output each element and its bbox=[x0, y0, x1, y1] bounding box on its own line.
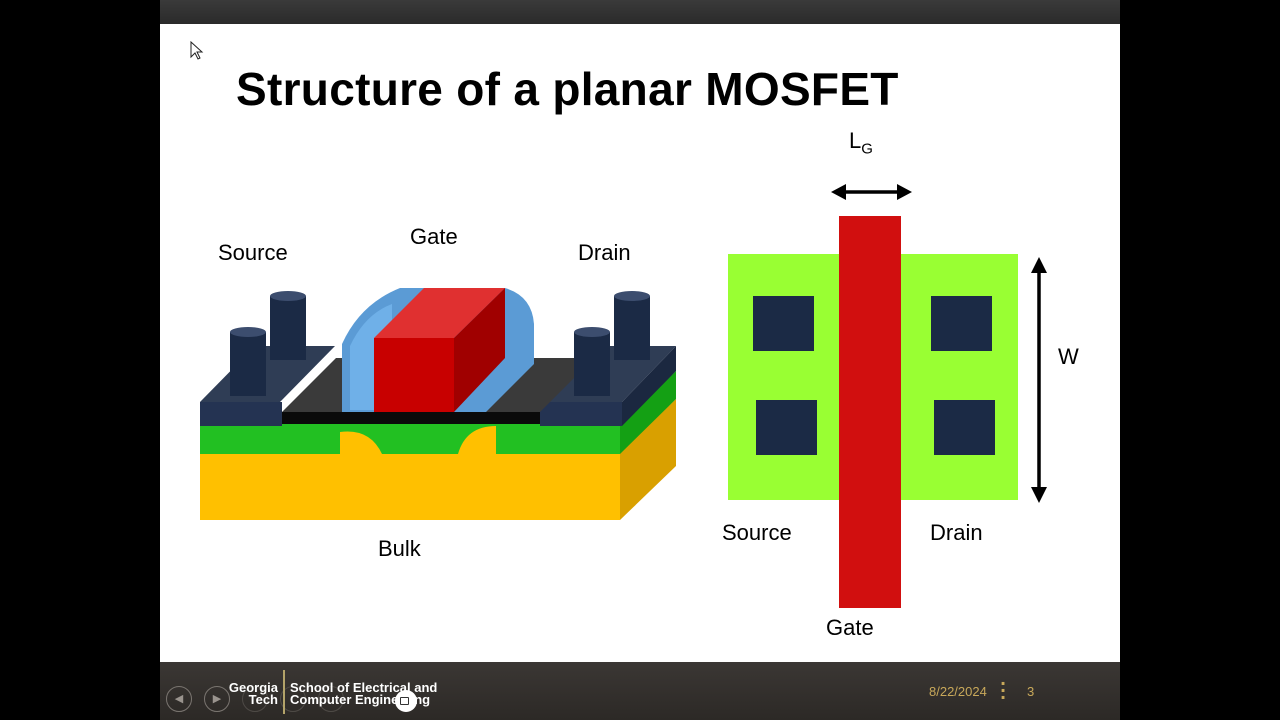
pen-tool-icon[interactable] bbox=[242, 686, 268, 712]
georgia-tech-logo: Georgia Tech bbox=[220, 680, 278, 707]
source-drain-layer-front bbox=[200, 424, 620, 454]
logo-line-2: Tech bbox=[248, 692, 278, 707]
drain-contact-lower bbox=[934, 400, 995, 455]
drain-contact-upper bbox=[931, 296, 992, 351]
source-contact-upper bbox=[753, 296, 814, 351]
cross-section-gate-label: Gate bbox=[410, 224, 458, 249]
bulk-side-face bbox=[620, 399, 676, 520]
channel-region bbox=[340, 426, 496, 454]
drain-contact-front-top bbox=[574, 327, 610, 337]
drain-contact-front bbox=[574, 332, 610, 396]
lg-arrow-left-head bbox=[831, 184, 846, 200]
slide-title: Structure of a planar MOSFET bbox=[236, 63, 899, 115]
w-arrow-top-head bbox=[1031, 257, 1047, 273]
width-label: W bbox=[1058, 344, 1079, 369]
drain-contact-back-top bbox=[614, 291, 650, 301]
logo-line-1: Georgia bbox=[228, 680, 278, 695]
prev-slide-icon[interactable]: ◀ bbox=[166, 686, 192, 712]
source-contact-front bbox=[230, 332, 266, 396]
cross-section-source-label: Source bbox=[218, 240, 288, 265]
zoom-icon[interactable] bbox=[318, 686, 344, 712]
slide-date: 8/22/2024 bbox=[929, 684, 987, 699]
drain-contact-back bbox=[614, 296, 650, 360]
lg-arrow-right-head bbox=[897, 184, 912, 200]
source-contact-lower bbox=[756, 400, 817, 455]
gate-oxide bbox=[282, 412, 540, 424]
drain-pad-front bbox=[540, 402, 622, 426]
source-contact-back-top bbox=[270, 291, 306, 301]
mosfet-cross-section bbox=[200, 184, 1047, 608]
gate-strip bbox=[839, 216, 901, 608]
camera-icon[interactable] bbox=[395, 690, 417, 712]
mouse-cursor-icon bbox=[190, 41, 204, 60]
gate-length-label-main: L bbox=[849, 128, 862, 153]
gate-length-label-sub: G bbox=[861, 140, 873, 158]
logo-divider bbox=[283, 670, 285, 714]
top-view-drain-label: Drain bbox=[930, 520, 983, 545]
gate-length-label: LG bbox=[849, 128, 873, 157]
drain-pad-side bbox=[622, 346, 676, 426]
next-slide-icon[interactable]: ▶ bbox=[204, 686, 230, 712]
source-pad-front bbox=[200, 402, 282, 426]
gate-side bbox=[454, 288, 505, 412]
bulk-front-face bbox=[200, 452, 620, 520]
w-arrow-bottom-head bbox=[1031, 487, 1047, 503]
gate-front bbox=[374, 338, 454, 412]
top-view-source-label: Source bbox=[722, 520, 792, 545]
more-options-icon[interactable]: ··· bbox=[1000, 674, 1007, 707]
slide: Structure of a planar MOSFET bbox=[160, 24, 1120, 662]
gate-top bbox=[374, 288, 505, 338]
cross-section-bulk-label: Bulk bbox=[378, 536, 421, 561]
source-drain-layer-side bbox=[620, 371, 676, 454]
top-view-gate-label: Gate bbox=[826, 615, 874, 640]
cross-section-drain-label: Drain bbox=[578, 240, 631, 265]
slides-overview-icon[interactable] bbox=[280, 686, 306, 712]
slide-page-number: 3 bbox=[1027, 684, 1035, 699]
presentation-top-bar bbox=[160, 0, 1120, 24]
source-contact-back bbox=[270, 296, 306, 360]
source-contact-front-top bbox=[230, 327, 266, 337]
slide-footer: ◀ ▶ Georgia Tech School of Electrical an… bbox=[160, 662, 1120, 720]
